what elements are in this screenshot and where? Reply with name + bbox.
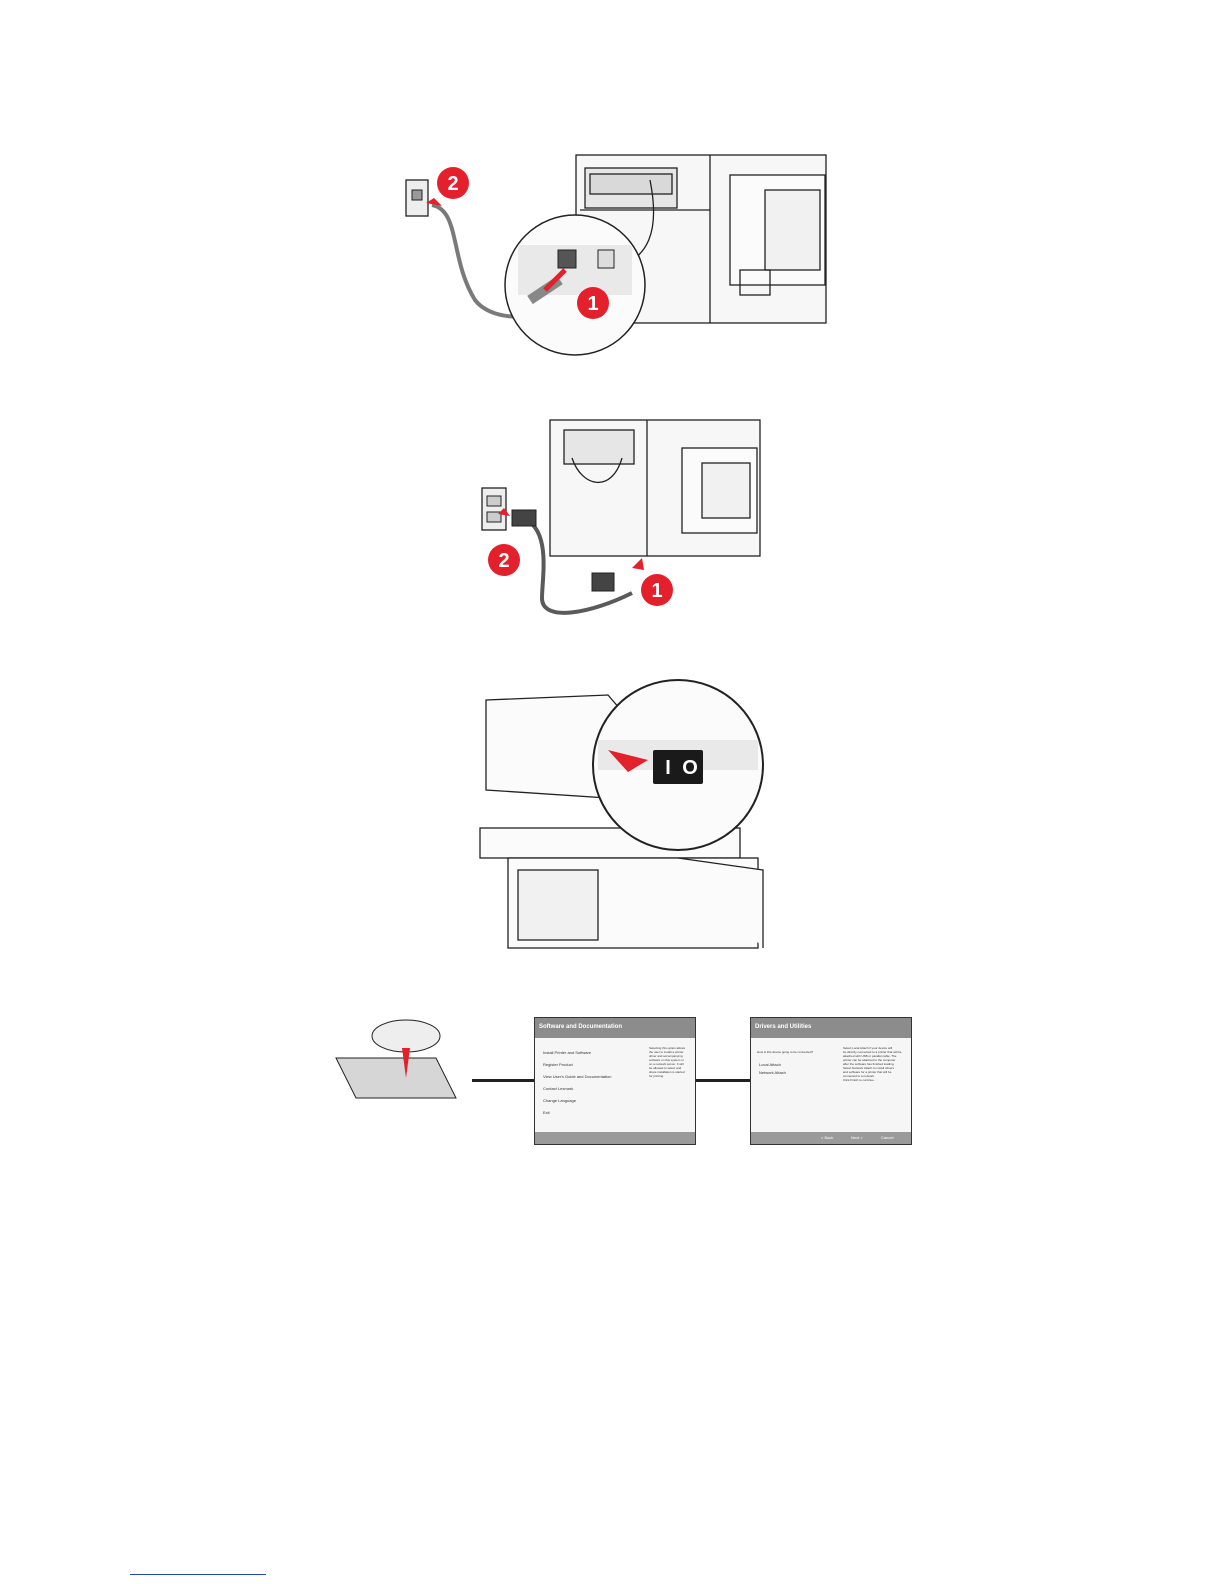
wall-outlet-icon — [481, 487, 507, 531]
power-cord-icon — [521, 516, 633, 615]
figure-phone-line: 1 2 — [380, 150, 840, 356]
arrow-icon — [402, 1048, 410, 1078]
callout-2: 2 — [437, 167, 469, 199]
printer-back-illustration — [575, 154, 827, 324]
connection-question: How is this device going to be connected… — [757, 1050, 814, 1054]
back-button[interactable]: < Back — [821, 1135, 834, 1140]
arrow-icon — [426, 198, 442, 206]
fax-port-icon — [557, 249, 577, 269]
figure-power-switch: I O — [478, 679, 768, 950]
callout-1: 1 — [641, 574, 673, 606]
radio-network-attach[interactable]: Network Attach — [759, 1070, 786, 1075]
figure-power-switch-svg: I O — [479, 679, 764, 949]
arrow-icon — [498, 508, 510, 516]
menu-item-install[interactable]: Install Printer and Software — [543, 1050, 592, 1055]
callout-2: 2 — [488, 544, 520, 576]
svg-text:1: 1 — [587, 293, 598, 315]
zoom-detail-circle — [504, 214, 646, 356]
menu-item-view-guide[interactable]: View User's Guide and Documentation — [543, 1074, 612, 1079]
arrow-icon — [632, 558, 644, 570]
power-switch-icon: I O — [653, 750, 703, 784]
cd-drive-icon — [335, 1057, 457, 1099]
figure-power-cord: 1 2 — [472, 418, 767, 623]
cancel-button[interactable]: Cancel — [881, 1135, 894, 1140]
connector-line — [694, 1079, 750, 1082]
installer-screen-software: Software and Documentation Install Print… — [534, 1017, 696, 1145]
window-title-bar: Drivers and Utilities — [751, 1018, 911, 1038]
window-title: Drivers and Utilities — [755, 1024, 812, 1030]
footer-link-underline[interactable] — [130, 1574, 266, 1575]
menu-item-register[interactable]: Register Product — [543, 1062, 573, 1067]
usb-port-icon — [597, 249, 615, 269]
radio-local-attach[interactable]: Local Attach — [759, 1062, 781, 1067]
svg-text:2: 2 — [447, 173, 458, 195]
next-button[interactable]: Next > — [851, 1135, 863, 1140]
figure-phone-line-svg: 1 2 — [405, 154, 827, 356]
menu-item-language[interactable]: Change Language — [543, 1098, 576, 1103]
installer-screen-drivers: Drivers and Utilities How is this device… — [750, 1017, 912, 1145]
svg-text:2: 2 — [498, 550, 509, 572]
radio-network-label: Network Attach — [759, 1070, 786, 1075]
cd-icon — [371, 1019, 441, 1053]
side-panel: Select Local Attach if your device will … — [843, 1046, 902, 1082]
cd-insert-svg — [335, 1019, 457, 1099]
side-panel: Selecting this option allows the user to… — [649, 1046, 686, 1078]
window-footer — [535, 1132, 695, 1144]
printer-back-illustration — [549, 419, 761, 557]
svg-text:1: 1 — [651, 580, 662, 602]
arrow-icon — [608, 750, 648, 772]
window-title: Software and Documentation — [539, 1024, 623, 1030]
svg-text:I: I — [665, 757, 671, 779]
menu-item-contact[interactable]: Contact Lexmark — [543, 1086, 574, 1091]
zoom-detail-circle: I O — [592, 679, 764, 851]
figure-power-cord-svg: 1 2 — [481, 419, 761, 615]
radio-local-label: Local Attach — [759, 1062, 781, 1067]
menu-list: Install Printer and Software Register Pr… — [543, 1050, 627, 1122]
menu-item-exit[interactable]: Exit — [543, 1110, 550, 1115]
callout-1: 1 — [577, 287, 609, 319]
svg-text:O: O — [682, 757, 698, 779]
window-title-bar: Software and Documentation — [535, 1018, 695, 1038]
figure-install-cd — [335, 1018, 466, 1140]
wall-phone-jack-icon — [405, 179, 429, 217]
connector-line — [472, 1079, 534, 1082]
window-footer: < Back Next > Cancel — [751, 1132, 911, 1144]
